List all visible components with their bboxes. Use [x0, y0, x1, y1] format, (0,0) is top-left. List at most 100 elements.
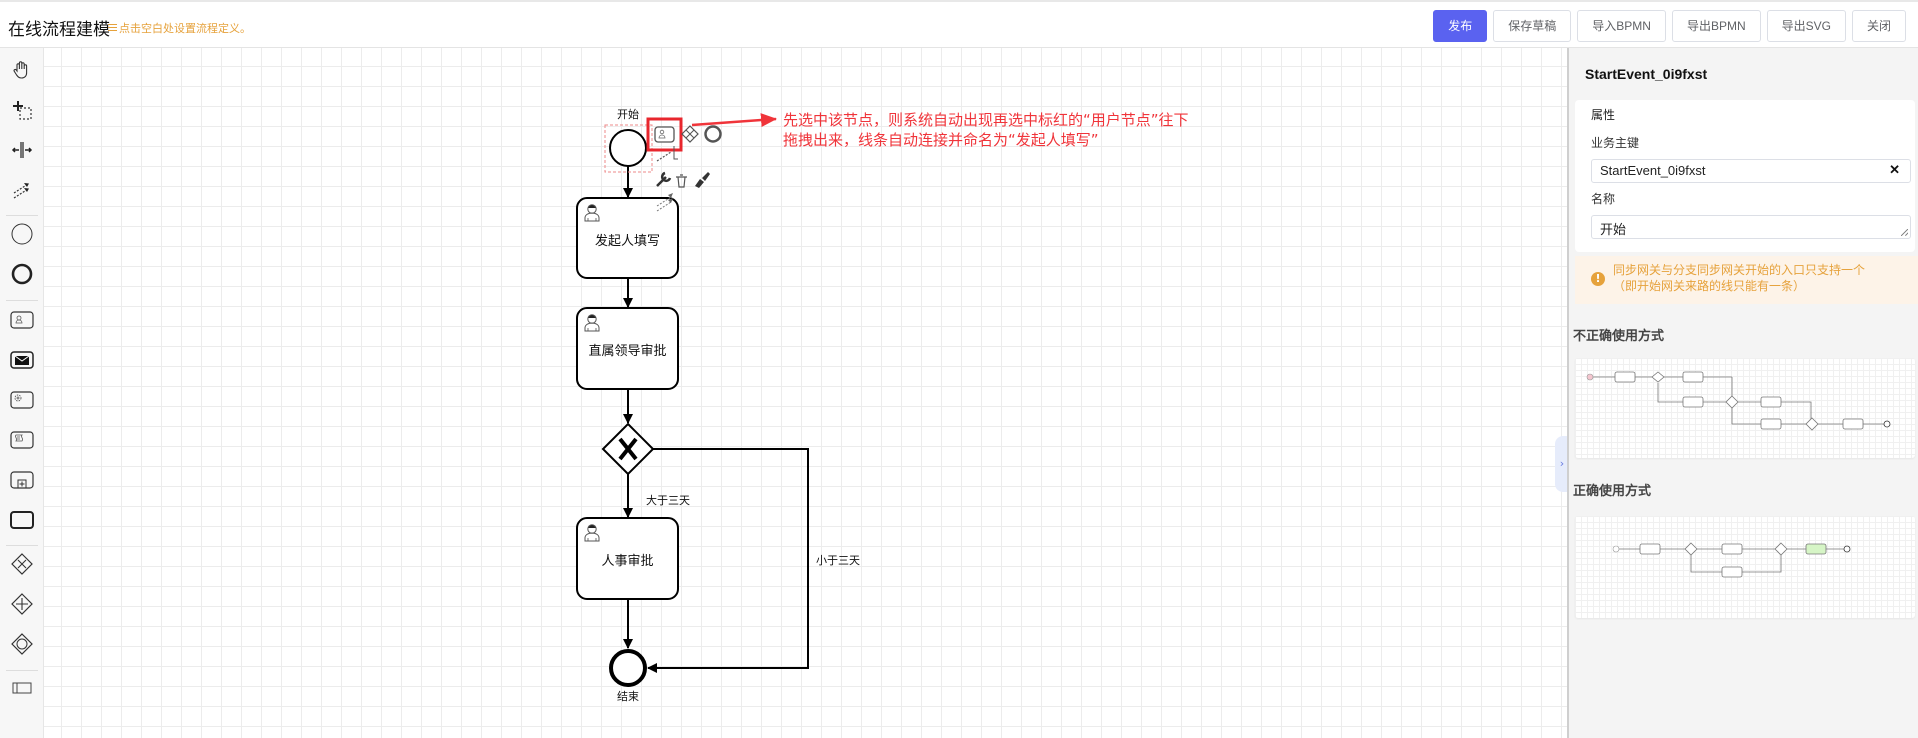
- context-pad-user-task[interactable]: [654, 126, 675, 143]
- annotation-arrow: [691, 113, 777, 128]
- hint-text: 点击空白处设置流程定义。: [119, 22, 251, 35]
- context-pad-delete[interactable]: [676, 174, 687, 188]
- palette-separator: [6, 215, 38, 216]
- script-task-icon: [10, 431, 34, 449]
- context-pad-connect[interactable]: [656, 146, 678, 162]
- connect-icon: [13, 183, 29, 199]
- palette-create-end-event[interactable]: [8, 260, 36, 288]
- business-key-label: 业务主键: [1591, 136, 1640, 150]
- chevron-right-icon: ›: [1559, 457, 1565, 470]
- task-3-label: 人事审批: [601, 554, 654, 569]
- name-value: 开始: [1600, 222, 1627, 237]
- palette-create-script-task[interactable]: [8, 426, 36, 454]
- end-event-icon: [11, 263, 33, 285]
- user-task-3[interactable]: [576, 517, 679, 600]
- task-1-label: 发起人填写: [594, 234, 660, 249]
- palette-create-parallel-gateway[interactable]: [8, 590, 36, 618]
- inclusive-gateway-icon: [11, 633, 33, 655]
- incorrect-usage-diagram: [1575, 358, 1915, 458]
- user-icon: [584, 204, 600, 222]
- task-2-label: 直属领导审批: [588, 344, 667, 359]
- publish-button[interactable]: 发布: [1433, 10, 1488, 42]
- palette-lasso-tool[interactable]: [8, 96, 36, 124]
- export-bpmn-button[interactable]: 导出BPMN: [1671, 10, 1761, 42]
- context-pad-end-event[interactable]: [704, 125, 722, 143]
- warning-icon: !: [1591, 272, 1605, 286]
- parallel-gateway-icon: [11, 593, 33, 615]
- palette-global-connect-tool[interactable]: [8, 176, 36, 204]
- palette: [0, 48, 44, 738]
- user-icon: [584, 524, 600, 542]
- toolbar: 发布 保存草稿 导入BPMN 导出BPMN 导出SVG 关闭: [1433, 10, 1906, 42]
- task-icon: [10, 511, 34, 529]
- context-pad-gateway[interactable]: [681, 125, 699, 143]
- palette-hand-tool[interactable]: [8, 56, 36, 84]
- palette-create-receive-task[interactable]: [8, 346, 36, 374]
- palette-separator: [6, 670, 38, 671]
- exclusive-gateway[interactable]: [601, 422, 655, 476]
- trash-icon: [676, 174, 687, 188]
- user-task-2[interactable]: [576, 307, 679, 390]
- correct-diagram-svg: [1612, 542, 1851, 578]
- lasso-icon: [13, 101, 32, 120]
- clear-icon[interactable]: ✕: [1889, 162, 1900, 177]
- user-icon: [584, 314, 600, 332]
- name-textarea[interactable]: 开始: [1591, 215, 1911, 239]
- save-draft-button[interactable]: 保存草稿: [1493, 10, 1572, 42]
- incorrect-usage-title: 不正确使用方式: [1573, 329, 1665, 344]
- palette-separator: [6, 545, 38, 546]
- hand-icon: [13, 61, 28, 79]
- start-event[interactable]: [604, 124, 653, 173]
- end-event-icon: [704, 125, 722, 143]
- warning-line-2: （即开始网关来路的线只能有一条）: [1613, 279, 1806, 293]
- start-event-label: 开始: [617, 108, 639, 121]
- business-key-value: StartEvent_0i9fxst: [1600, 163, 1706, 178]
- palette-create-service-task[interactable]: [8, 386, 36, 414]
- app-title: 在线流程建模: [8, 20, 110, 40]
- palette-create-user-task[interactable]: [8, 306, 36, 334]
- end-event[interactable]: [609, 649, 647, 687]
- message-task-icon: [10, 351, 34, 369]
- flow-label-less: 小于三天: [816, 554, 860, 567]
- diagram-svg: [576, 113, 809, 687]
- warning-line-1: 同步网关与分支同步网关开始的入口只支持一个: [1613, 263, 1866, 277]
- user-task-icon: [10, 311, 34, 329]
- palette-create-pool[interactable]: [8, 674, 36, 702]
- annotation-line-1: 先选中该节点，则系统自动出现再选中标红的“用户节点”往下: [783, 111, 1189, 129]
- context-pad-wrench[interactable]: [656, 171, 672, 187]
- palette-create-exclusive-gateway[interactable]: [8, 550, 36, 578]
- name-label: 名称: [1591, 192, 1616, 206]
- highlight-box: [646, 117, 683, 152]
- palette-create-subprocess[interactable]: [8, 466, 36, 494]
- palette-create-inclusive-gateway[interactable]: [8, 630, 36, 658]
- business-key-input[interactable]: StartEvent_0i9fxst ✕: [1591, 159, 1911, 183]
- context-pad: [646, 117, 722, 212]
- annotation-line-2: 拖拽出来，线条自动连接并命名为“发起人填写”: [783, 131, 1099, 149]
- palette-create-task[interactable]: [8, 506, 36, 534]
- correct-usage-title: 正确使用方式: [1573, 484, 1652, 499]
- context-pad-color[interactable]: [695, 172, 710, 188]
- connect-arrow-icon: [656, 196, 672, 212]
- properties-card: 属性 业务主键 StartEvent_0i9fxst ✕ 名称 开始: [1575, 100, 1915, 252]
- import-bpmn-button[interactable]: 导入BPMN: [1577, 10, 1666, 42]
- sequence-flow-gateway-to-end[interactable]: [647, 448, 809, 673]
- flow-label-greater: 大于三天: [646, 494, 690, 507]
- list-icon: [108, 24, 117, 33]
- resize-handle-icon[interactable]: [1901, 229, 1908, 236]
- palette-create-start-event[interactable]: [8, 220, 36, 248]
- paint-brush-icon: [695, 172, 710, 188]
- panel-toggle-button[interactable]: ›: [1555, 436, 1569, 492]
- palette-space-tool[interactable]: [8, 136, 36, 164]
- context-pad-connect-arrow[interactable]: [656, 193, 673, 212]
- warning-alert: ! 同步网关与分支同步网关开始的入口只支持一个 （即开始网关来路的线只能有一条）: [1575, 256, 1918, 304]
- export-svg-button[interactable]: 导出SVG: [1766, 10, 1846, 42]
- subprocess-icon: [10, 471, 34, 489]
- close-button[interactable]: 关闭: [1851, 10, 1906, 42]
- service-task-icon: [10, 391, 34, 409]
- connect-icon: [656, 151, 672, 162]
- properties-panel: StartEvent_0i9fxst 属性 业务主键 StartEvent_0i…: [1567, 48, 1918, 738]
- user-task-1[interactable]: [576, 197, 679, 279]
- element-id-title: StartEvent_0i9fxst: [1585, 66, 1708, 82]
- header-hint: 点击空白处设置流程定义。: [108, 20, 251, 36]
- bpmn-canvas[interactable]: 开始 发起人填写 直属领导审批 人事审批 大于三天 小于三天 结束 先选中该节点…: [44, 48, 1567, 738]
